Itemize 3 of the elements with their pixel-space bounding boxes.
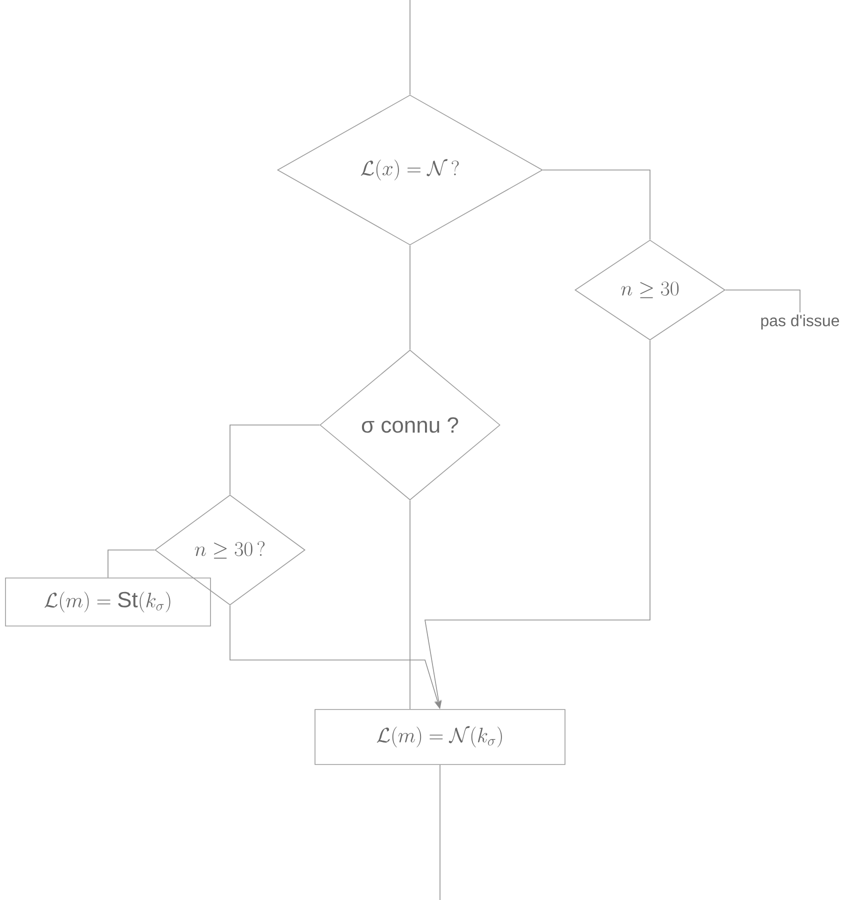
outcome-text: pas d'issue [761, 314, 840, 330]
process-box: $\mathcal{L}(m)=\mathrm{St}(k_{\sigma})$ [5, 578, 211, 626]
process-box: $\mathcal{L}(m)=\mathcal{N}(k_{\sigma})$ [314, 709, 566, 765]
